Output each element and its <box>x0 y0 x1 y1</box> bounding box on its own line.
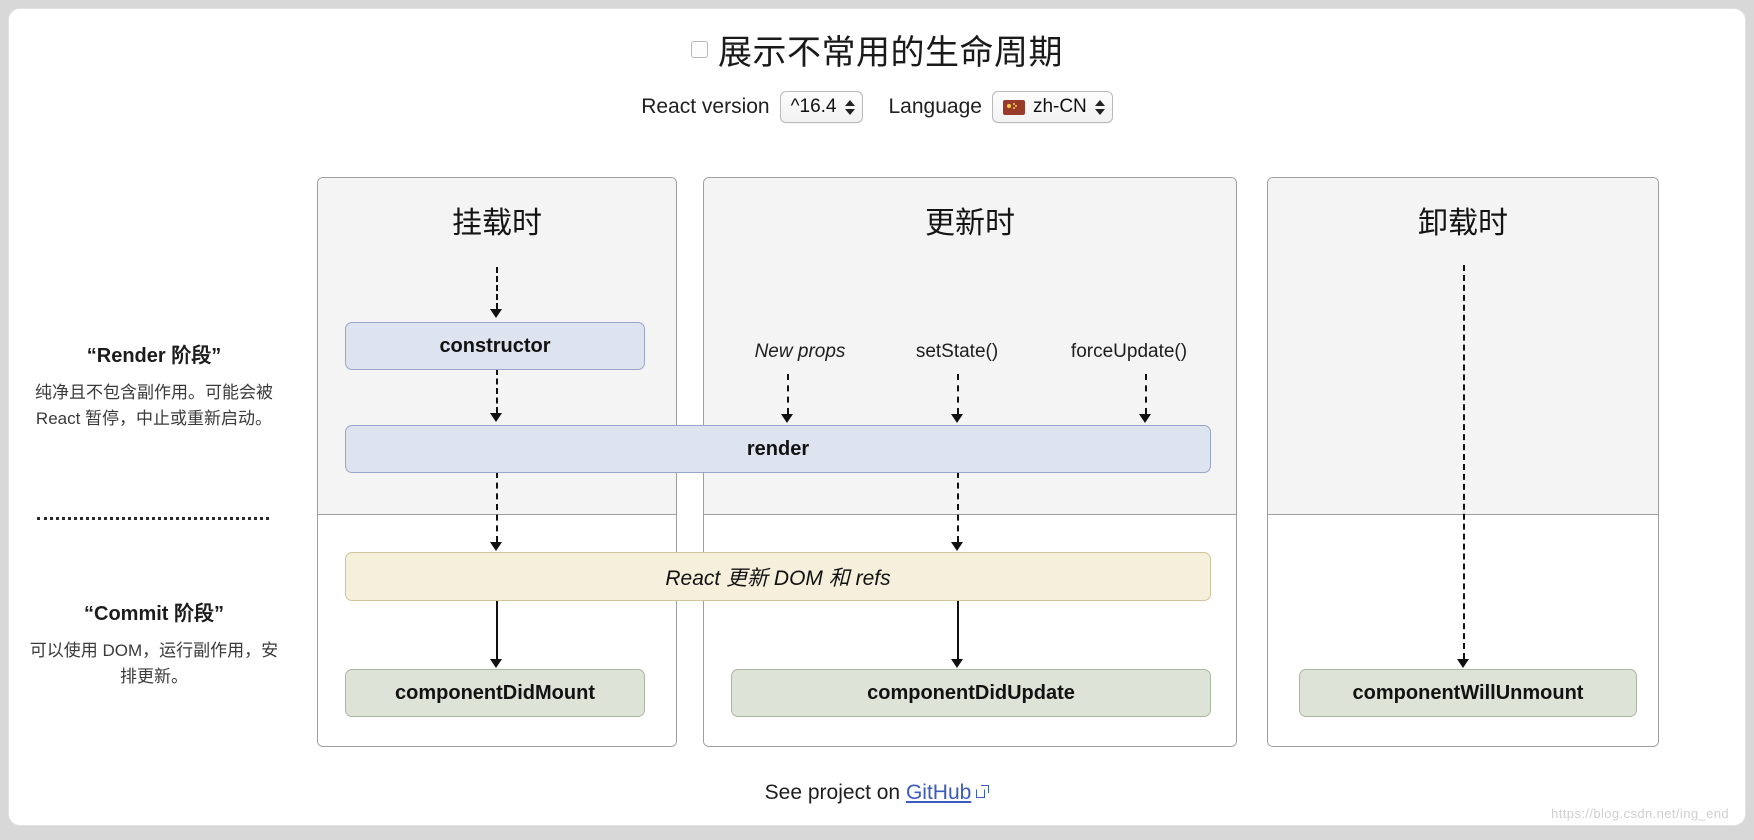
react-version-value: ^16.4 <box>790 96 837 117</box>
language-value: zh-CN <box>1032 96 1087 117</box>
phase-commit-description: 可以使用 DOM，运行副作用，安排更新。 <box>29 641 279 687</box>
trigger-force-update: forceUpdate() <box>1070 341 1188 362</box>
phase-commit: “Commit 阶段” 可以使用 DOM，运行副作用，安排更新。 <box>29 597 279 691</box>
react-version-group: React version ^16.4 <box>641 91 863 123</box>
node-render[interactable]: render <box>345 425 1211 473</box>
phase-commit-title: “Commit 阶段” <box>84 603 224 625</box>
controls-row: React version ^16.4 Language zh-CN <box>9 91 1745 123</box>
node-component-will-unmount[interactable]: componentWillUnmount <box>1299 669 1637 717</box>
phase-render-title: “Render 阶段” <box>86 345 222 367</box>
trigger-set-state: setState() <box>915 341 999 362</box>
phase-render: “Render 阶段” 纯净且不包含副作用。可能会被 React 暂停，中止或重… <box>29 339 279 433</box>
language-select[interactable]: zh-CN <box>991 91 1113 123</box>
node-component-did-update[interactable]: componentDidUpdate <box>731 669 1211 717</box>
footer-text: See project on <box>764 781 901 804</box>
chevron-updown-icon <box>844 99 855 115</box>
language-label: Language <box>888 95 982 118</box>
chevron-updown-icon <box>1094 99 1105 115</box>
node-component-did-mount[interactable]: componentDidMount <box>345 669 645 717</box>
page-title: 展示不常用的生命周期 <box>718 34 1063 72</box>
node-react-updates-dom-and-refs[interactable]: React 更新 DOM 和 refs <box>345 552 1211 601</box>
cn-flag-icon <box>1002 99 1025 115</box>
watermark: https://blog.csdn.net/ing_end <box>1551 806 1729 821</box>
language-group: Language zh-CN <box>889 91 1113 123</box>
react-version-select[interactable]: ^16.4 <box>779 91 863 123</box>
show-less-common-lifecycles-checkbox[interactable] <box>691 41 708 58</box>
github-link[interactable]: GitHub <box>905 781 972 804</box>
trigger-new-props: New props <box>754 341 846 362</box>
external-link-icon <box>976 785 990 798</box>
diagram-card: 展示不常用的生命周期 React version ^16.4 Language … <box>8 8 1746 826</box>
column-updating-heading: 更新时 <box>925 207 1015 240</box>
node-constructor[interactable]: constructor <box>345 322 645 370</box>
footer: See project on GitHub <box>9 781 1745 805</box>
column-mounting-heading: 挂载时 <box>452 207 542 240</box>
react-version-label: React version <box>641 95 770 118</box>
phase-divider <box>37 517 269 520</box>
phase-render-description: 纯净且不包含副作用。可能会被 React 暂停，中止或重新启动。 <box>35 383 273 429</box>
title-row: 展示不常用的生命周期 <box>9 25 1745 74</box>
column-unmounting-heading: 卸载时 <box>1418 207 1508 240</box>
